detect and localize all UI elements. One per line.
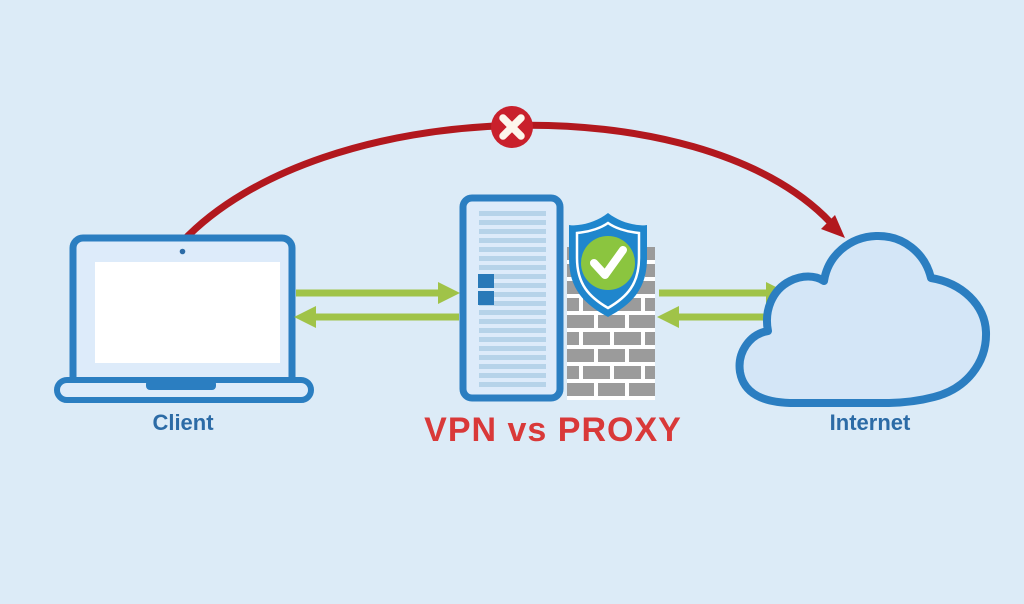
decor-rect <box>479 211 546 216</box>
decor-rect <box>598 315 625 328</box>
server-indicator-2 <box>478 291 494 305</box>
decor-rect <box>479 328 546 333</box>
internet-to-vpn-arrowhead <box>657 306 679 328</box>
client-vpn-arrows <box>294 282 460 328</box>
diagram-title: VPN vs PROXY <box>424 411 682 449</box>
laptop-display <box>95 262 280 363</box>
arrow-left-icon <box>294 306 459 328</box>
laptop-camera-dot <box>179 248 186 255</box>
x-circle-icon <box>491 106 533 148</box>
decor-rect <box>567 366 579 379</box>
decor-rect <box>645 332 655 345</box>
decor-rect <box>567 349 594 362</box>
decor-rect <box>479 382 546 387</box>
client-label: Client <box>152 410 214 435</box>
check-icon <box>590 246 627 279</box>
internet-cloud <box>735 231 991 407</box>
server-indicator-1 <box>478 274 494 288</box>
decor-rect <box>479 247 546 252</box>
decor-rect <box>645 366 655 379</box>
vpn-proxy-server <box>459 194 564 402</box>
decor-rect <box>567 332 579 345</box>
decor-rect <box>479 319 546 324</box>
decor-rect <box>479 220 546 225</box>
decor-rect <box>567 315 594 328</box>
client-to-vpn-arrowhead <box>438 282 460 304</box>
decor-rect <box>614 332 641 345</box>
decor-rect <box>479 265 546 270</box>
decor-rect <box>479 337 546 342</box>
vpn-to-client-arrowhead <box>294 306 316 328</box>
decor-rect <box>479 373 546 378</box>
decor-rect <box>479 301 546 306</box>
decor-rect <box>479 229 546 234</box>
decor-rect <box>629 349 655 362</box>
blocked-route-arrowhead <box>821 215 845 238</box>
decor-rect <box>629 315 655 328</box>
shield-inner-outline <box>575 221 641 310</box>
decor-rect <box>479 355 546 360</box>
decor-rect <box>629 383 655 396</box>
decor-rect <box>645 264 655 277</box>
decor-rect <box>479 238 546 243</box>
decor-rect <box>479 283 546 288</box>
client-laptop <box>54 234 314 403</box>
decor-rect <box>479 310 546 315</box>
decor-rect <box>479 364 546 369</box>
server-vents <box>479 211 546 387</box>
decor-rect <box>479 256 546 261</box>
internet-label: Internet <box>830 410 911 435</box>
decor-rect <box>598 383 625 396</box>
laptop-notch <box>146 380 216 390</box>
decor-rect <box>583 332 610 345</box>
decor-rect <box>583 366 610 379</box>
decor-rect <box>479 274 546 279</box>
arrow-left-icon <box>657 306 772 328</box>
decor-rect <box>567 298 579 311</box>
decor-rect <box>614 366 641 379</box>
shield-check-icon <box>569 213 647 317</box>
decor-rect <box>479 346 546 351</box>
vpn-internet-arrows <box>657 282 788 328</box>
decor-rect <box>479 292 546 297</box>
cloud-icon <box>735 231 991 407</box>
arrow-right-icon <box>296 282 460 304</box>
check-circle <box>581 236 635 290</box>
decor-rect <box>645 298 655 311</box>
decor-rect <box>567 383 594 396</box>
x-icon <box>499 114 525 140</box>
decor-rect <box>598 349 625 362</box>
